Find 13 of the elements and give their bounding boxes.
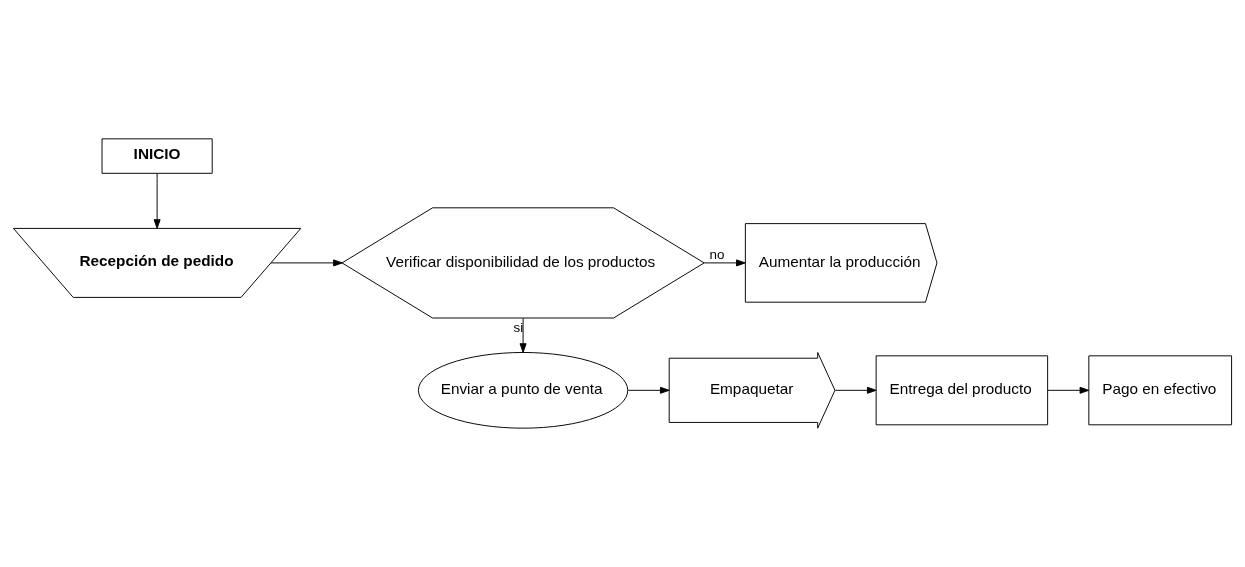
arrow <box>703 259 746 267</box>
arrow <box>153 172 161 229</box>
node-box: Pago en efectivo <box>1088 355 1233 426</box>
arrow <box>627 386 670 394</box>
arrow <box>519 317 527 353</box>
arrow <box>270 259 343 267</box>
edge-label: si <box>513 319 524 335</box>
edge-label: no <box>709 247 725 263</box>
node-ellipse: Enviar a punto de venta <box>417 352 629 429</box>
node-box: Entrega del producto <box>875 355 1049 426</box>
arrow <box>834 386 877 394</box>
arrow <box>1047 386 1090 394</box>
node-box: INICIO <box>101 138 213 174</box>
